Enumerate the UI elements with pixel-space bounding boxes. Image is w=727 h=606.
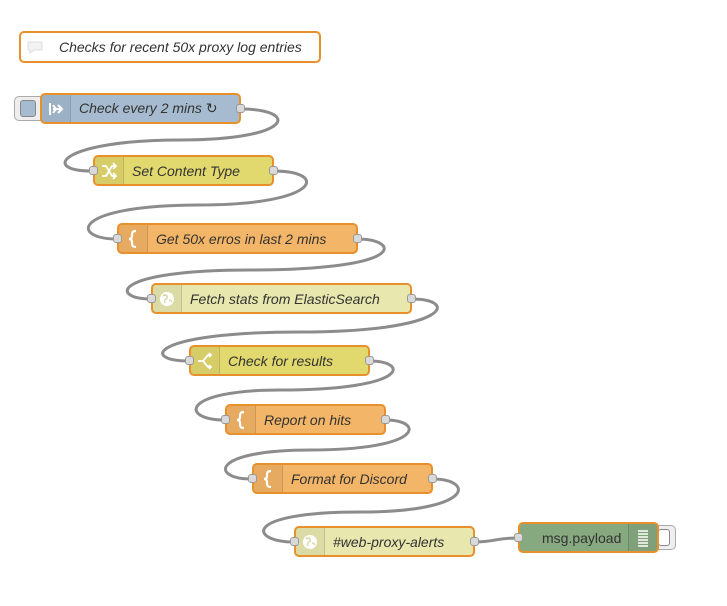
debug-toggle-button[interactable] [654,525,676,550]
node-label: Check every 2 mins ↻ [79,100,218,116]
wire-discord-debug [473,536,519,544]
globe-icon [296,528,325,555]
http-request-node-discord[interactable]: #web-proxy-alerts [290,526,479,557]
wire-format-discord [262,477,460,544]
node-label: Format for Discord [291,470,407,487]
switch-node[interactable]: Check for results [185,345,374,376]
shuffle-icon [95,157,124,184]
input-port[interactable] [185,355,194,365]
node-label: Set Content Type [132,162,240,179]
node-label: Fetch stats from ElasticSearch [190,290,380,307]
inject-node[interactable]: Check every 2 mins ↻ [40,93,245,124]
node-label: Get 50x erros in last 2 mins [156,230,327,247]
comment-label: Checks for recent 50x proxy log entries [59,39,302,55]
list-icon [628,524,657,551]
node-label: Check for results [228,352,334,369]
input-port[interactable] [89,165,98,175]
debug-node[interactable]: msg.payload [514,522,659,553]
wire-http-switch [161,297,439,363]
node-label: Report on hits [264,411,352,428]
input-port[interactable] [514,532,523,542]
node-label: #web-proxy-alerts [333,533,445,550]
brace-icon [119,225,148,252]
output-port[interactable] [269,165,278,175]
output-port[interactable] [353,233,362,243]
brace-icon [227,406,256,433]
input-port[interactable] [221,414,230,424]
wire-template-http [125,237,386,301]
speech-bubble-icon [21,33,49,61]
inject-arrow-icon [42,95,71,122]
output-port[interactable] [236,103,245,113]
function-node-report[interactable]: Report on hits [221,404,390,435]
output-port[interactable] [381,414,390,424]
output-port[interactable] [428,473,437,483]
switch-icon [191,347,220,374]
wire-inject-change [63,107,280,173]
wire-change-template [86,169,308,241]
input-port[interactable] [147,293,156,303]
globe-icon [153,285,182,312]
change-node[interactable]: Set Content Type [89,155,278,186]
node-label: msg.payload [542,529,622,546]
input-port[interactable] [290,536,299,546]
brace-icon [254,465,283,492]
input-port[interactable] [113,233,122,243]
wire-report-format [224,418,411,481]
template-node[interactable]: Get 50x erros in last 2 mins [113,223,362,254]
inject-trigger-button[interactable] [14,96,42,121]
function-node-format[interactable]: Format for Discord [248,463,437,494]
comment-node[interactable]: Checks for recent 50x proxy log entries [19,31,321,63]
output-port[interactable] [407,293,416,303]
output-port[interactable] [365,355,374,365]
wire-switch-report [194,359,395,422]
output-port[interactable] [470,536,479,546]
input-port[interactable] [248,473,257,483]
http-request-node[interactable]: Fetch stats from ElasticSearch [147,283,416,314]
